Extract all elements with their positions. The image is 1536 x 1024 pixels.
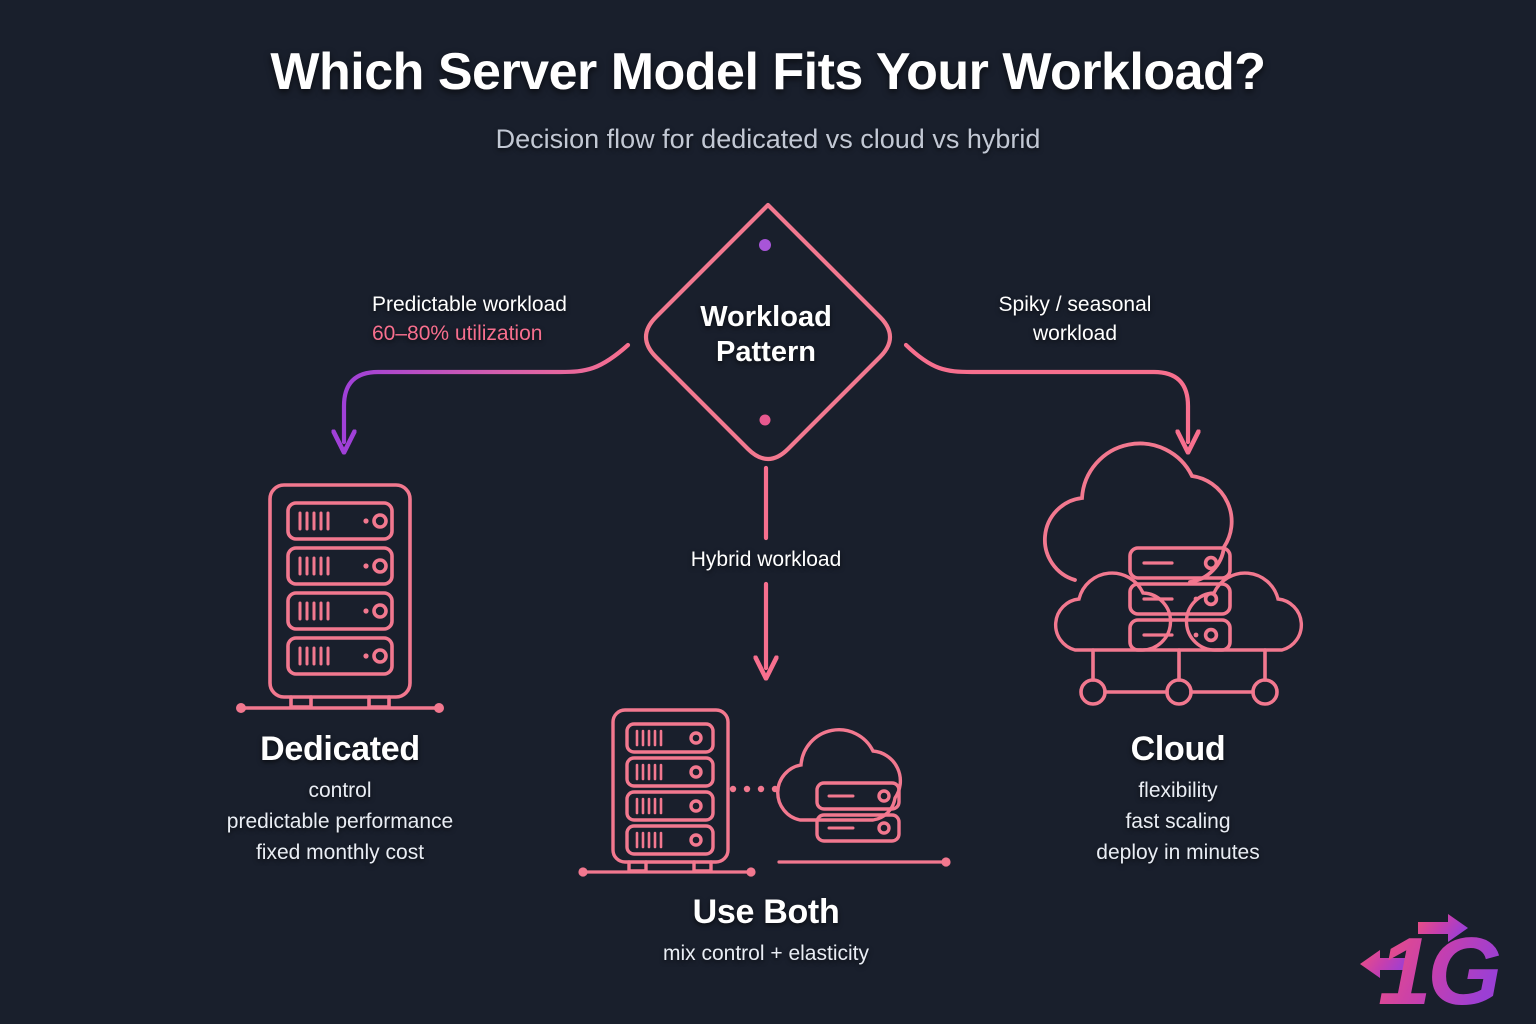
outcome-hybrid-benefits: mix control + elasticity xyxy=(616,939,916,970)
outcome-dedicated[interactable]: Dedicated control predictable performanc… xyxy=(190,730,490,869)
page-title: Which Server Model Fits Your Workload? xyxy=(270,43,1266,101)
server-and-cloud-icon xyxy=(578,708,951,877)
brand-logo[interactable]: 1G xyxy=(1360,914,1503,1024)
cloud-network-icon xyxy=(1043,441,1303,706)
outcome-dedicated-title: Dedicated xyxy=(260,730,420,768)
outcome-cloud-title: Cloud xyxy=(1130,730,1226,768)
page-subtitle: Decision flow for dedicated vs cloud vs … xyxy=(495,124,1041,154)
benefit-item: control xyxy=(308,779,372,802)
outcome-cloud-benefits: flexibility fast scaling deploy in minut… xyxy=(1028,776,1328,869)
decision-label: Workload Pattern xyxy=(648,300,884,370)
edge-left xyxy=(344,342,631,442)
edge-left-line2: 60–80% utilization xyxy=(372,321,543,345)
server-rack-icon xyxy=(236,483,444,713)
edge-right xyxy=(903,342,1188,442)
benefit-item: deploy in minutes xyxy=(1096,840,1260,864)
decision-diamond[interactable] xyxy=(643,202,893,462)
outcome-hybrid-title: Use Both xyxy=(692,893,840,931)
svg-text:1G: 1G xyxy=(1378,918,1499,1024)
benefit-item: mix control + elasticity xyxy=(663,942,869,965)
edge-label-right: Spiky / seasonal workload xyxy=(950,291,1200,349)
edge-label-left: Predictable workload 60–80% utilization xyxy=(372,291,602,349)
diamond-bottom-dot xyxy=(759,414,771,426)
header: Which Server Model Fits Your Workload? D… xyxy=(0,42,1536,155)
edge-label-center: Hybrid workload xyxy=(690,548,842,571)
edge-right-line2: workload xyxy=(1032,321,1118,345)
decision-label-line1: Workload xyxy=(700,301,832,333)
diamond-top-dot xyxy=(759,239,771,251)
outcome-hybrid[interactable]: Use Both mix control + elasticity xyxy=(616,893,916,970)
outcome-dedicated-benefits: control predictable performance fixed mo… xyxy=(190,776,490,869)
edge-right-line1: Spiky / seasonal xyxy=(998,293,1152,316)
edge-left-line1: Predictable workload xyxy=(372,293,567,316)
benefit-item: predictable performance xyxy=(226,809,454,833)
benefit-item: fixed monthly cost xyxy=(255,840,425,864)
decision-label-line2: Pattern xyxy=(716,335,816,368)
benefit-item: flexibility xyxy=(1138,779,1218,802)
outcome-cloud[interactable]: Cloud flexibility fast scaling deploy in… xyxy=(1028,730,1328,869)
benefit-item: fast scaling xyxy=(1125,809,1231,833)
